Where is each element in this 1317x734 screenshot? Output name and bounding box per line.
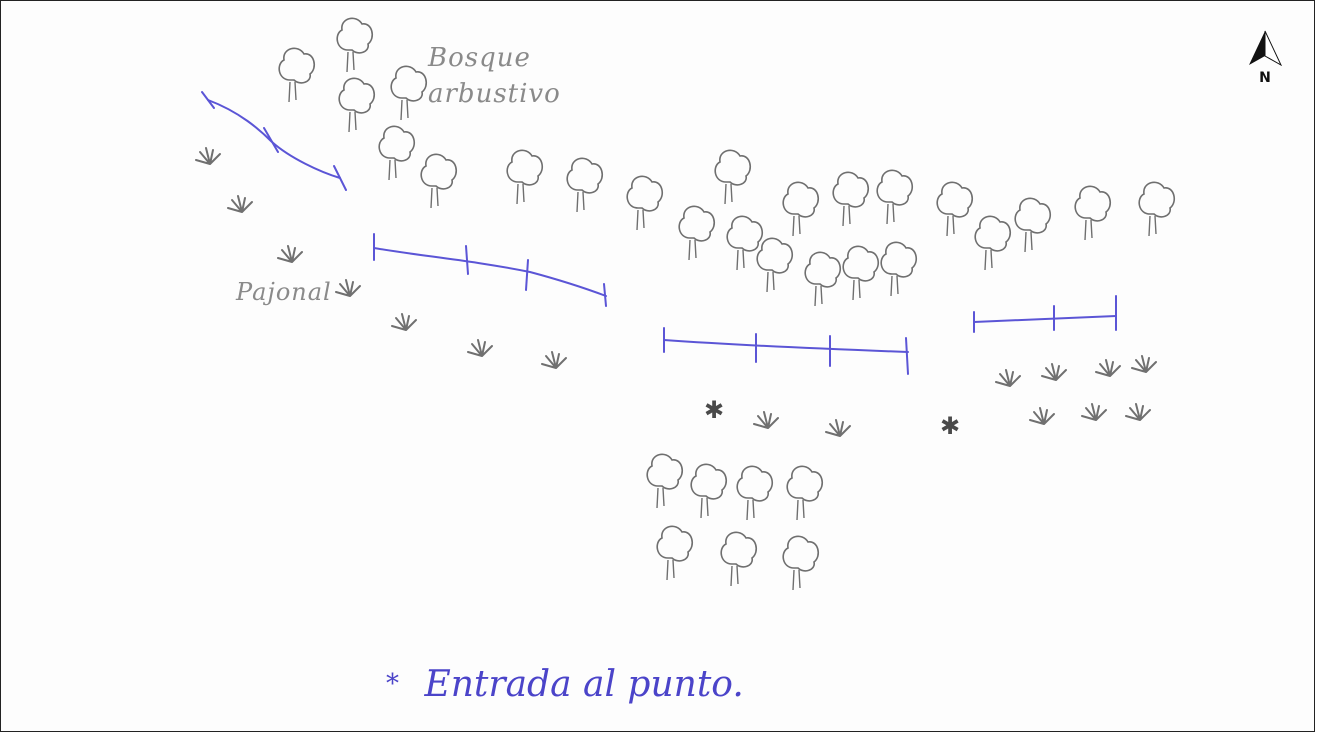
- tree-icon: [714, 149, 752, 205]
- tree-icon: [566, 157, 604, 213]
- tree-icon: [378, 125, 416, 181]
- tree-icon: [390, 65, 428, 121]
- tree-icon: [278, 47, 316, 103]
- entry-point-markers: ✱ ✱: [704, 396, 960, 440]
- tree-icon: [690, 463, 728, 519]
- map-legend: * Entrada al punto.: [386, 664, 744, 705]
- forest-cluster-south: [646, 453, 824, 591]
- grass-icon: [541, 351, 567, 369]
- forest-band-central: [506, 149, 1176, 307]
- transect-3: [663, 327, 909, 375]
- entry-star-icon: ✱: [704, 396, 724, 424]
- grassland-label: Pajonal: [236, 278, 332, 306]
- grassland-tufts: [195, 147, 1157, 437]
- tree-icon: [336, 17, 374, 73]
- tree-icon: [1074, 185, 1112, 241]
- grass-icon: [1131, 355, 1157, 373]
- grass-icon: [335, 279, 361, 297]
- grass-icon: [467, 339, 493, 357]
- grass-icon: [995, 369, 1021, 387]
- tree-icon: [720, 531, 758, 587]
- tree-icon: [736, 465, 774, 521]
- transects: [201, 91, 1117, 375]
- grass-icon: [825, 419, 851, 437]
- entry-star-icon: ✱: [940, 412, 960, 440]
- north-arrow-icon: [1249, 30, 1282, 66]
- tree-icon: [1014, 197, 1052, 253]
- north-arrow: N: [1240, 30, 1290, 86]
- grass-icon: [195, 147, 221, 165]
- tree-icon: [974, 215, 1012, 271]
- tree-icon: [338, 77, 376, 133]
- north-letter: N: [1259, 70, 1271, 86]
- grass-icon: [753, 411, 779, 429]
- grass-icon: [1041, 363, 1067, 381]
- tree-icon: [804, 251, 842, 307]
- legend-star-icon: *: [386, 669, 399, 699]
- grass-icon: [1125, 403, 1151, 421]
- tree-icon: [832, 171, 870, 227]
- tree-icon: [880, 241, 918, 297]
- grass-icon: [1029, 407, 1055, 425]
- tree-icon: [678, 205, 716, 261]
- tree-icon: [420, 153, 458, 209]
- tree-icon: [786, 465, 824, 521]
- tree-icon: [782, 535, 820, 591]
- tree-icon: [646, 453, 684, 509]
- grass-icon: [1081, 403, 1107, 421]
- tree-icon: [1138, 181, 1176, 237]
- tree-icon: [936, 181, 974, 237]
- transect-1: [201, 91, 347, 191]
- grass-icon: [391, 313, 417, 331]
- transect-2: [373, 233, 607, 307]
- tree-icon: [876, 169, 914, 225]
- grass-icon: [227, 195, 253, 213]
- transect-4: [973, 295, 1117, 333]
- tree-icon: [656, 525, 694, 581]
- forest-label: Bosque arbustivo: [428, 43, 561, 109]
- legend-text: Entrada al punto.: [424, 664, 744, 705]
- tree-icon: [842, 245, 880, 301]
- grass-icon: [277, 245, 303, 263]
- grass-icon: [1095, 359, 1121, 377]
- tree-icon: [756, 237, 794, 293]
- tree-icon: [626, 175, 664, 231]
- tree-icon: [782, 181, 820, 237]
- tree-icon: [506, 149, 544, 205]
